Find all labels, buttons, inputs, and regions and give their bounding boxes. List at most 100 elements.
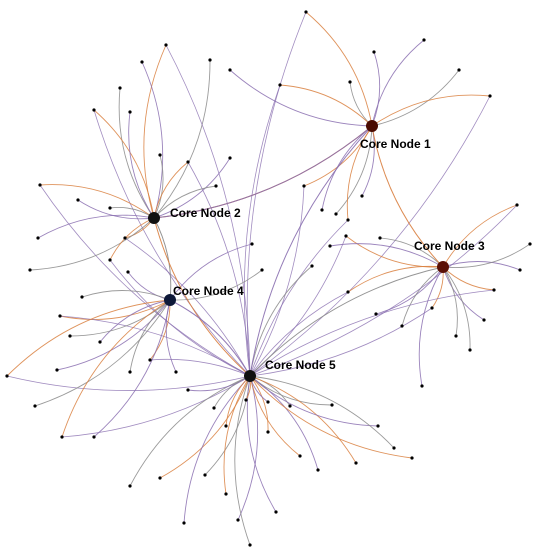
network-edge [249, 375, 301, 457]
peer-node [374, 312, 378, 316]
network-edge [249, 375, 413, 459]
network-edge [149, 299, 171, 361]
core-link-edge [249, 266, 444, 377]
network-edge [81, 290, 171, 301]
network-edge [59, 315, 251, 377]
network-edge [187, 375, 251, 392]
peer-node [224, 424, 228, 428]
network-edge [249, 289, 495, 377]
network-edge [99, 299, 171, 343]
network-edge [335, 125, 373, 215]
network-edge [379, 237, 444, 268]
edge-layer [6, 11, 531, 546]
core-link-edge [153, 125, 373, 219]
network-edge [279, 84, 373, 127]
peer-node [248, 543, 252, 547]
peer-node [360, 194, 364, 198]
peer-node [320, 208, 324, 212]
peer-node [302, 184, 306, 188]
network-edge [249, 235, 347, 377]
network-edge [159, 375, 251, 479]
core-label-layer: Core Node 1 Core Node 2 Core Node 3 Core… [170, 137, 485, 372]
peer-node [250, 242, 254, 246]
network-edge [39, 184, 155, 219]
peer-node [454, 334, 458, 338]
core-link-edge [371, 125, 444, 268]
network-edge [346, 125, 373, 221]
peer-node [164, 43, 168, 47]
network-edge [56, 299, 171, 371]
peer-node [92, 108, 96, 112]
network-edge [59, 299, 171, 320]
peer-node [244, 398, 248, 402]
peer-node [126, 270, 130, 274]
network-edge [183, 375, 251, 524]
peer-node [174, 370, 178, 374]
core-link-edge [153, 217, 172, 301]
peer-node [5, 374, 9, 378]
peer-node [128, 110, 132, 114]
peer-node [457, 68, 461, 72]
network-edge [371, 51, 381, 127]
core-node-4-marker [164, 294, 176, 306]
network-edge [77, 199, 155, 220]
network-edge [34, 299, 171, 407]
peer-node [182, 521, 186, 525]
peer-node [304, 10, 308, 14]
peer-node [186, 388, 190, 392]
network-edge [124, 237, 251, 377]
network-edge [237, 375, 259, 521]
network-edge [249, 219, 349, 377]
peer-node [492, 288, 496, 292]
network-edge [249, 375, 395, 449]
peer-node [92, 435, 96, 439]
peer-node [274, 510, 278, 514]
network-edge [249, 95, 491, 377]
network-edge [141, 61, 164, 219]
peer-node [376, 424, 380, 428]
network-edge [321, 125, 373, 211]
network-edge [243, 84, 281, 377]
network-edge [39, 184, 251, 377]
peer-node [208, 58, 212, 62]
peer-node [515, 203, 519, 207]
network-edge [129, 375, 251, 487]
peer-node [344, 234, 348, 238]
network-edge [442, 204, 518, 268]
network-edge [127, 271, 171, 301]
network-edge [93, 109, 155, 219]
peer-node [334, 212, 338, 216]
network-edge [249, 375, 357, 464]
peer-node [316, 468, 320, 472]
peer-node [108, 206, 112, 210]
network-edge [442, 243, 531, 268]
core-node-5-marker [244, 370, 256, 382]
peer-node [118, 86, 122, 90]
peer-node [328, 244, 332, 248]
network-edge [345, 235, 444, 268]
peer-node [128, 484, 132, 488]
peer-node [528, 242, 532, 246]
network-edge [371, 69, 460, 127]
peer-node [236, 518, 240, 522]
network-edge [37, 214, 155, 239]
peer-node [400, 324, 404, 328]
peer-node [468, 348, 472, 352]
peer-node [203, 473, 207, 477]
network-edge [442, 261, 521, 271]
network-edge [153, 157, 231, 219]
peer-node [123, 236, 127, 240]
core-node-3-label: Core Node 3 [414, 239, 485, 253]
core-node-5-label: Core Node 5 [265, 358, 336, 372]
peer-node [348, 80, 352, 84]
network-edge [169, 243, 253, 301]
peer-node [378, 236, 382, 240]
core-node-2-label: Core Node 2 [170, 206, 241, 220]
peer-node [80, 295, 84, 299]
network-edge [187, 161, 251, 377]
network-edge [375, 266, 444, 315]
network-edge [305, 11, 373, 127]
core-node-1-label: Core Node 1 [360, 137, 431, 151]
network-edge [329, 243, 444, 268]
peer-node [288, 404, 292, 408]
